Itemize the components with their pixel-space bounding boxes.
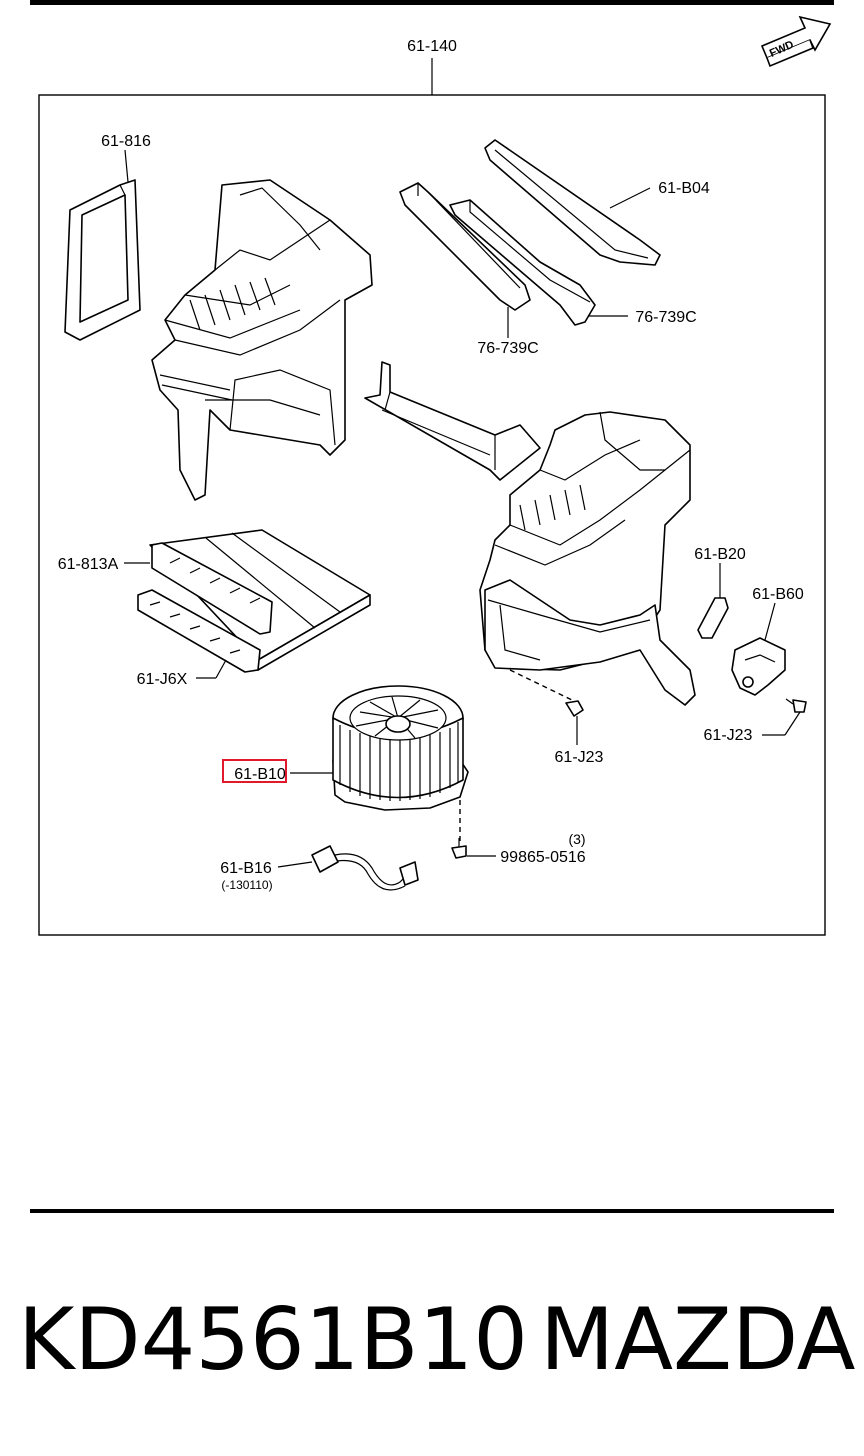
duct-left-part <box>399 182 531 311</box>
sensor-part <box>697 597 729 639</box>
leader-61-j23-right-b <box>784 711 801 736</box>
label-99865-0516: 99865-0516 <box>500 849 586 866</box>
blower-housing-part <box>479 411 696 706</box>
label-qty: (3) <box>568 831 585 847</box>
top-rule <box>30 0 834 5</box>
highlight-box-61-b10 <box>222 759 287 783</box>
separator-rule <box>30 1209 834 1213</box>
blower-motor-part <box>332 685 469 811</box>
label-61-j6x: 61-J6X <box>137 671 188 688</box>
leader-61-b16 <box>277 861 313 868</box>
wire-harness-part <box>311 845 419 891</box>
seal-strip-part <box>484 139 661 266</box>
part-number: KD4561B10 <box>18 1290 528 1390</box>
label-61-j23-center: 61-J23 <box>555 749 604 766</box>
screw-99865-part <box>451 838 467 859</box>
label-76-739c-right: 76-739C <box>635 309 696 326</box>
brand-name: MAZDA <box>540 1290 856 1390</box>
label-76-739c-bottom: 76-739C <box>477 340 538 357</box>
leader-61-j6x-b <box>215 659 227 679</box>
label-61-816: 61-816 <box>101 133 151 150</box>
cabin-filter-part <box>137 529 371 673</box>
actuator-part <box>731 637 786 696</box>
upper-housing-part <box>151 179 373 501</box>
label-b16-note: (-130110) <box>221 878 272 892</box>
parts-diagram: 61-140 FWD 61-816 61-B04 <box>38 15 832 936</box>
screw-center-part <box>565 700 584 717</box>
duct-right-part <box>449 199 596 326</box>
forward-arrow-icon: FWD <box>760 15 832 68</box>
leader-61-816 <box>124 149 129 183</box>
label-61-b20: 61-B20 <box>694 546 746 563</box>
label-61-813a: 61-813A <box>58 556 119 573</box>
filter-guide-part <box>364 361 541 481</box>
screw-right-part <box>785 698 807 713</box>
seal-frame-part <box>64 179 141 341</box>
label-61-b60: 61-B60 <box>752 586 804 603</box>
assembly-label: 61-140 <box>407 38 457 55</box>
label-61-b16: 61-B16 <box>220 860 272 877</box>
leader-61-b60 <box>764 602 776 641</box>
label-61-b10: 61-B10 <box>234 766 286 783</box>
leader-61-b04 <box>609 187 651 209</box>
label-61-j23-right: 61-J23 <box>704 727 753 744</box>
label-61-b04: 61-B04 <box>658 180 710 197</box>
screw-center-dashline <box>509 669 573 701</box>
